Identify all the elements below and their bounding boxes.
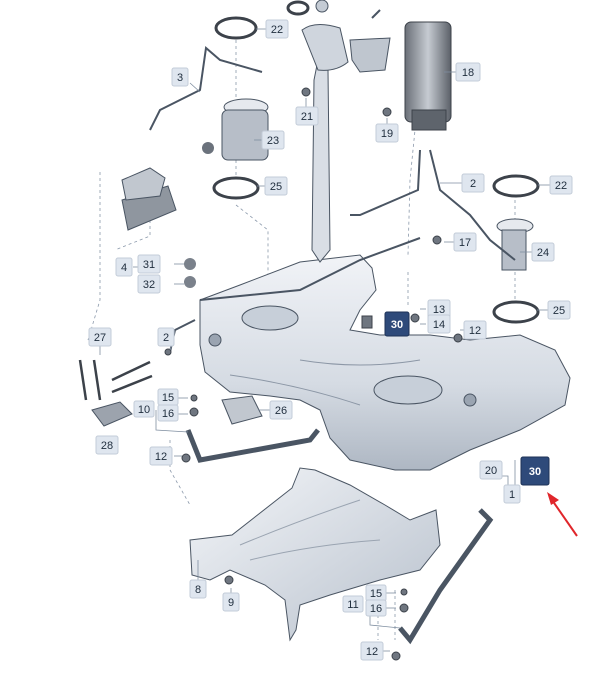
bracket xyxy=(221,395,263,425)
callout-label: 22 xyxy=(271,24,283,36)
callout-label: 4 xyxy=(121,262,127,274)
callout-label: 2 xyxy=(163,332,169,344)
callout-label: 16 xyxy=(370,603,382,615)
callout-label: 28 xyxy=(101,440,113,452)
callout-8: 8 xyxy=(189,579,207,599)
callout-label: 14 xyxy=(433,319,445,331)
tensioning-straps xyxy=(185,428,494,645)
callout-2: 2 xyxy=(461,173,485,193)
callout-label: 25 xyxy=(270,181,282,193)
callout-18: 18 xyxy=(455,62,481,82)
callout-label: 17 xyxy=(459,237,471,249)
callout-22: 22 xyxy=(265,19,289,39)
callout-15: 15 xyxy=(157,388,179,406)
callout-label: 25 xyxy=(553,305,565,317)
callout-label: 31 xyxy=(143,259,155,271)
callout-label: 15 xyxy=(370,588,382,600)
callout-label: 22 xyxy=(555,180,567,192)
callout-1: 1 xyxy=(503,484,521,504)
callout-12: 12 xyxy=(149,446,173,466)
callout-23: 23 xyxy=(261,130,285,150)
callout-14: 14 xyxy=(427,314,451,334)
callout-label: 8 xyxy=(195,584,201,596)
callout-25: 25 xyxy=(547,300,571,320)
callout-28: 28 xyxy=(95,435,119,455)
callout-label: 32 xyxy=(143,279,155,291)
highlight-arrow xyxy=(547,492,578,537)
callout-label: 16 xyxy=(162,408,174,420)
callout-4: 4 xyxy=(115,257,133,277)
callout-label: 12 xyxy=(366,646,378,658)
callout-31: 31 xyxy=(137,254,161,274)
callout-24: 24 xyxy=(531,242,555,262)
callout-19: 19 xyxy=(375,123,399,143)
callout-9: 9 xyxy=(222,592,240,612)
callout-label: 2 xyxy=(470,178,476,190)
callout-20: 20 xyxy=(479,460,503,480)
callout-15: 15 xyxy=(365,584,387,602)
carbon-canister xyxy=(404,21,452,131)
callout-label: 1 xyxy=(509,489,515,501)
callout-labels: 22 3 23 21 19 18 25 2 22 17 24 4 31 32 1… xyxy=(88,19,573,661)
callout-10: 10 xyxy=(133,400,155,418)
callout-label: 18 xyxy=(462,67,474,79)
callout-label: 30 xyxy=(391,319,403,331)
callout-22: 22 xyxy=(549,175,573,195)
sealing-rings xyxy=(212,0,540,324)
callout-label: 21 xyxy=(301,111,313,123)
callout-label: 9 xyxy=(228,597,234,609)
callout-30: 30 xyxy=(384,311,410,337)
fuel-pump-control-unit xyxy=(121,167,196,288)
callout-label: 27 xyxy=(94,332,106,344)
connector-housing xyxy=(91,401,133,427)
fasteners xyxy=(164,87,463,661)
callout-label: 19 xyxy=(381,128,393,140)
callout-label: 23 xyxy=(267,135,279,147)
callout-label: 20 xyxy=(485,465,497,477)
callout-label: 12 xyxy=(469,325,481,337)
callout-label: 12 xyxy=(155,451,167,463)
callout-12: 12 xyxy=(360,641,384,661)
callout-17: 17 xyxy=(453,232,477,252)
fuel-sender xyxy=(496,218,534,271)
callout-label: 26 xyxy=(275,405,287,417)
fuel-lines xyxy=(149,9,516,353)
callout-16: 16 xyxy=(157,404,179,422)
callout-32: 32 xyxy=(137,274,161,294)
callout-11: 11 xyxy=(342,595,364,613)
callout-2: 2 xyxy=(157,327,175,347)
fuel-pump xyxy=(202,98,269,161)
callout-3: 3 xyxy=(171,67,189,87)
callout-label: 10 xyxy=(138,404,150,416)
callout-30-target: 30 xyxy=(520,456,550,486)
heat-shield xyxy=(189,467,441,642)
callout-label: 3 xyxy=(177,72,183,84)
callout-label: 11 xyxy=(347,599,358,611)
callout-label: 13 xyxy=(433,304,445,316)
callout-12: 12 xyxy=(463,320,487,340)
callout-label: 15 xyxy=(162,392,174,404)
callout-label: 30 xyxy=(529,466,541,478)
callout-16: 16 xyxy=(365,599,387,617)
callout-label: 24 xyxy=(537,247,549,259)
callout-25: 25 xyxy=(264,176,288,196)
callout-13: 13 xyxy=(427,299,451,319)
fuel-tank xyxy=(199,254,571,471)
callout-27: 27 xyxy=(88,327,112,347)
callout-21: 21 xyxy=(295,106,319,126)
callout-26: 26 xyxy=(269,400,293,420)
wiring-set xyxy=(78,359,153,401)
